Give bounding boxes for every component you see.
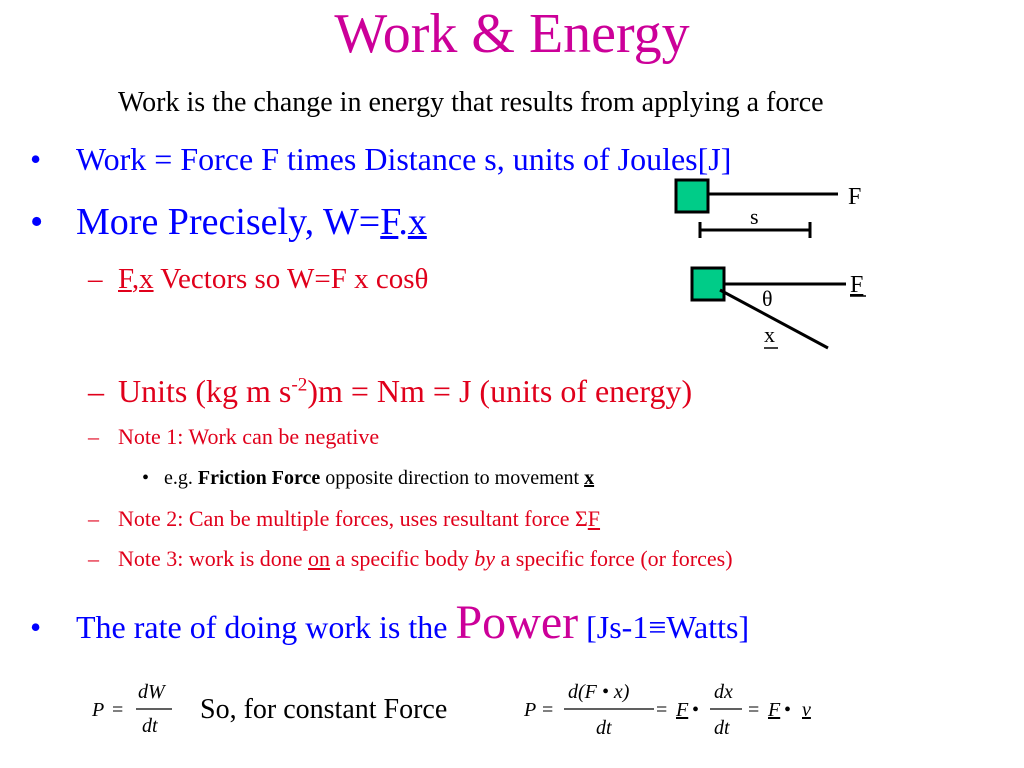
distance-label: s <box>750 204 759 229</box>
vector-x: x <box>139 263 154 295</box>
eq-equals-2: = <box>656 699 667 721</box>
units-text-post: )m = Nm = J (units of energy) <box>307 373 693 409</box>
eq-dot-2: • <box>784 699 791 721</box>
note3-text-pre: Note 3: work is done <box>118 546 309 571</box>
note1-text: Note 1: Work can be negative <box>118 424 380 449</box>
eq-denominator: dt <box>142 715 158 737</box>
sub-bullet-note1: –Note 1: Work can be negative <box>88 423 379 451</box>
eq-f: F <box>675 699 689 721</box>
force-label: F <box>848 184 861 210</box>
eq-v: v <box>802 699 811 721</box>
eg-text: e.g. <box>164 467 198 489</box>
bullet-power: • The rate of doing work is the Power [Js… <box>30 599 750 647</box>
bullet-text: More Precisely, W= <box>76 201 381 243</box>
eq-numerator: dW <box>138 681 167 703</box>
friction-force-text: Friction Force <box>197 467 321 489</box>
on-word: on <box>308 546 331 571</box>
eq-denominator-2: dt <box>714 717 730 739</box>
power-text-pre: The rate of doing work is the <box>76 609 456 645</box>
subtitle: Work is the change in energy that result… <box>118 87 824 118</box>
diagram-force-distance: F s <box>674 178 861 238</box>
bullet-marker: • <box>30 201 44 243</box>
equation-power-f-v: P = d(F • x) dt = F • dx dt = F • v <box>523 681 811 739</box>
dash-marker: – <box>88 546 99 571</box>
sub-bullet-text: Vectors so W=F x cosθ <box>153 263 429 295</box>
eq-p: P <box>523 699 536 721</box>
units-superscript: -2 <box>291 374 308 396</box>
friction-mid-text: opposite direction to movement <box>320 467 585 489</box>
box-icon <box>690 266 726 302</box>
sub-bullet-vectors: –F,x Vectors so W=F x cosθ <box>88 262 428 296</box>
dash-marker: – <box>88 424 99 449</box>
vector-f: F <box>118 263 132 295</box>
displacement-line <box>719 288 829 350</box>
power-word: Power <box>455 596 579 649</box>
comma: , <box>131 263 140 295</box>
dash-marker: – <box>88 263 103 295</box>
vector-f: F <box>380 201 399 243</box>
bullet-marker: • <box>142 467 150 489</box>
units-text-pre: Units (kg m s <box>118 373 292 409</box>
vector-x: x <box>407 201 427 243</box>
sub-bullet-units: –Units (kg m s-2)m = Nm = J (units of en… <box>88 372 692 410</box>
bullet-more-precisely: • More Precisely, W=F.x <box>30 200 427 244</box>
eq-equals-3: = <box>748 699 759 721</box>
eq-p: P <box>91 699 104 721</box>
sub-bullet-note3: –Note 3: work is done on a specific body… <box>88 545 733 573</box>
page-title: Work & Energy <box>334 3 690 65</box>
note3-text-post: a specific force (or forces) <box>494 546 733 571</box>
diagram-force-angle: F θ x <box>690 266 866 350</box>
eq-denominator-1: dt <box>596 717 612 739</box>
note3-text-mid: a specific body <box>330 546 475 571</box>
power-units: [Js-1≡Watts] <box>578 609 750 645</box>
eq-dot: • <box>692 699 699 721</box>
box-icon <box>674 178 710 214</box>
angle-label: θ <box>762 286 773 311</box>
eq-equals: = <box>112 699 123 721</box>
by-word: by <box>474 546 495 571</box>
bullet-work-definition: • Work = Force F times Distance s, units … <box>30 140 731 178</box>
dash-marker: – <box>88 373 104 409</box>
eq-numerator-1: d(F • x) <box>568 681 630 703</box>
sub-sub-bullet-friction: • e.g. Friction Force opposite direction … <box>142 465 594 491</box>
bullet-text: Work = Force F times Distance s, units o… <box>76 141 732 177</box>
bullet-marker: • <box>30 141 42 177</box>
eq-equals: = <box>542 699 553 721</box>
vector-f: F <box>587 506 601 531</box>
equation-power-dw-dt: P = dW dt <box>91 681 172 737</box>
sub-bullet-note2: –Note 2: Can be multiple forces, uses re… <box>88 505 600 533</box>
constant-force-text: So, for constant Force <box>200 694 448 725</box>
displacement-label: x <box>764 322 775 347</box>
dot-operator: . <box>398 201 408 243</box>
note2-text: Note 2: Can be multiple forces, uses res… <box>118 506 588 531</box>
force-label: F <box>850 272 863 298</box>
eq-f-2: F <box>767 699 781 721</box>
dash-marker: – <box>88 506 99 531</box>
bullet-marker: • <box>30 609 42 645</box>
eq-numerator-2: dx <box>714 681 733 703</box>
vector-x: x <box>584 467 595 489</box>
